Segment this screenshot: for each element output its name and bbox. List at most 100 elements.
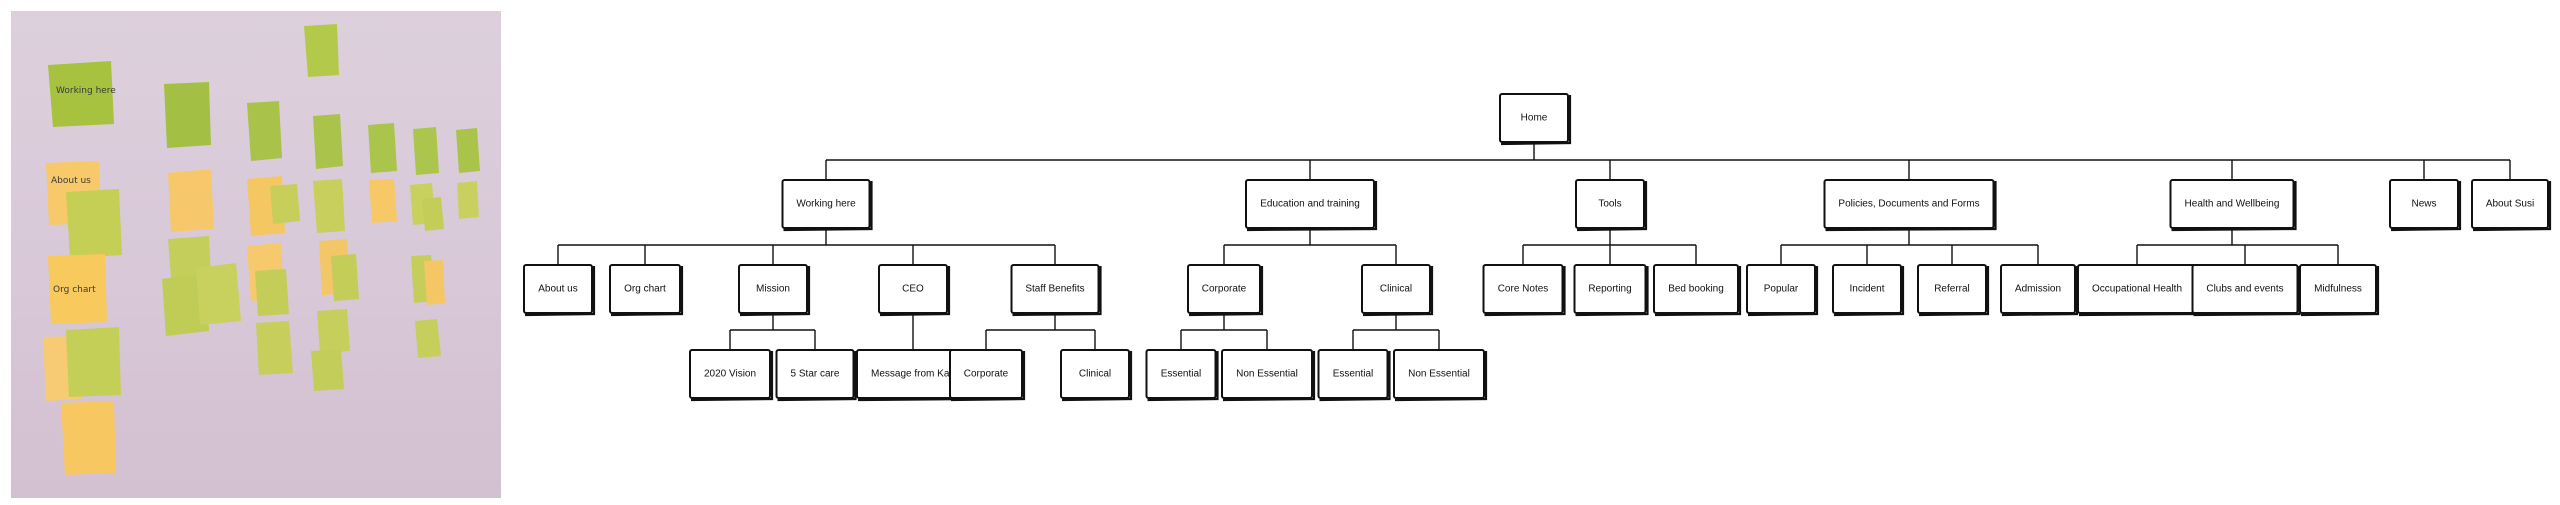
sitemap-node: Staff Benefits <box>1010 264 1102 317</box>
sticky-note <box>256 321 293 375</box>
sitemap-node: Bed booking <box>1653 264 1742 317</box>
sitemap-node-box <box>1393 349 1485 399</box>
sitemap-node-edge-stroke <box>1500 95 1572 146</box>
sitemap-node: Corporate <box>1187 264 1264 317</box>
sitemap-node-label: Non Essential <box>1236 369 1298 380</box>
sitemap-node-edge-stroke <box>1246 181 1378 232</box>
sticky-note <box>368 123 397 173</box>
sitemap-node-box <box>1145 349 1217 399</box>
sitemap-node-edge-stroke <box>1362 266 1434 317</box>
sitemap-node-edge-stroke <box>1012 266 1102 317</box>
sitemap-node: Education and training <box>1245 179 1378 232</box>
sitemap-node-edge-stroke <box>1147 351 1219 402</box>
sitemap-node-box <box>1575 179 1645 229</box>
sitemap-node: Clubs and events <box>2191 264 2301 317</box>
sitemap-node-edge-stroke <box>879 266 951 317</box>
sitemap-node: Clinical <box>1361 264 1434 317</box>
sitemap-node-box <box>2169 179 2295 229</box>
sitemap-node: Corporate <box>949 349 1026 402</box>
sticky-note <box>304 24 339 77</box>
sitemap-node-edge-stroke <box>2390 181 2462 232</box>
sitemap-node-label: Referral <box>1934 284 1970 295</box>
sitemap-node: Mission <box>738 264 811 317</box>
sitemap-node-edge-stroke <box>739 266 811 317</box>
sitemap-node-box <box>1317 349 1389 399</box>
sitemap-node: Incident <box>1832 264 1905 317</box>
sitemap-node-label: About Susi <box>2486 199 2534 210</box>
sitemap-node-edge-stroke <box>2171 181 2297 232</box>
sitemap-node-edge-stroke <box>1394 351 1488 402</box>
sticky-note <box>456 128 480 173</box>
sitemap-node-label: CEO <box>902 284 924 295</box>
sitemap-node-label: Essential <box>1333 369 1374 380</box>
sitemap-node-label: Org chart <box>624 284 666 295</box>
sitemap-node-box <box>1653 264 1739 314</box>
sticky-note <box>369 179 397 223</box>
sticky-note <box>424 260 445 305</box>
sitemap-node-box <box>1823 179 1995 229</box>
sitemap-node: 5 Star care <box>775 349 857 402</box>
sitemap-node-label: Staff Benefits <box>1025 284 1084 295</box>
sitemap-node-label: Working here <box>796 199 856 210</box>
sitemap-node-box <box>1482 264 1564 314</box>
sitemap-node-label: Clubs and events <box>2206 284 2283 295</box>
sitemap-node-label: Tools <box>1598 199 1621 210</box>
sitemap-node-edge-stroke <box>1833 266 1905 317</box>
sitemap-node-label: 5 Star care <box>791 369 840 380</box>
sitemap-node-box <box>1187 264 1261 314</box>
sitemap-node-edge-stroke <box>777 351 857 402</box>
sitemap-node-box <box>2389 179 2459 229</box>
sticky-note <box>313 179 345 233</box>
sticky-note <box>164 82 211 148</box>
sitemap-node: About Susi <box>2471 179 2552 232</box>
sitemap-node: News <box>2389 179 2462 232</box>
sitemap-node-label: Non Essential <box>1408 369 1470 380</box>
sticky-note <box>48 61 114 127</box>
sitemap-node-label: Clinical <box>1380 284 1412 295</box>
sitemap-node-label: Midfulness <box>2314 284 2362 295</box>
sticky-note <box>270 184 300 224</box>
sitemap-node-label: Corporate <box>964 369 1009 380</box>
sitemap-node: Non Essential <box>1221 349 1316 402</box>
sitemap-node-edge-stroke <box>524 266 596 317</box>
sitemap-node-box <box>1245 179 1375 229</box>
sitemap-node-box <box>1499 93 1569 143</box>
sitemap-node-box <box>1832 264 1902 314</box>
sitemap-node-label: Reporting <box>1588 284 1631 295</box>
sitemap-node-box <box>781 179 871 229</box>
sitemap-node-edge-stroke <box>1576 181 1648 232</box>
sticky-note <box>66 327 121 397</box>
sitemap-node-box <box>1221 349 1313 399</box>
sitemap-node: Tools <box>1575 179 1648 232</box>
sitemap-node-box <box>1010 264 1100 314</box>
sitemap-node-edge-stroke <box>783 181 873 232</box>
sitemap-node: Admission <box>2000 264 2079 317</box>
sitemap-node: 2020 Vision <box>689 349 774 402</box>
sitemap-node-label: Message from Karl <box>871 369 955 380</box>
sitemap-node: Essential <box>1317 349 1391 402</box>
sitemap-node: Org chart <box>609 264 684 317</box>
sitemap-node-box <box>1060 349 1130 399</box>
sticky-note <box>247 101 282 161</box>
sitemap-node: Essential <box>1145 349 1219 402</box>
sitemap-node: CEO <box>878 264 951 317</box>
sticky-note <box>255 269 289 316</box>
sitemap-node-box <box>1573 264 1647 314</box>
sitemap-node-box <box>609 264 681 314</box>
sitemap-node-edge-stroke <box>1575 266 1649 317</box>
sitemap-node-edge-stroke <box>1319 351 1391 402</box>
sitemap-node-box <box>2471 179 2549 229</box>
sitemap-node-box <box>878 264 948 314</box>
sticky-note <box>168 169 214 232</box>
sitemap-node-edge-stroke <box>690 351 774 402</box>
sitemap-node: Health and Wellbeing <box>2169 179 2297 232</box>
sitemap-node-edge-stroke <box>1484 266 1566 317</box>
sticky-note <box>66 189 122 258</box>
sitemap-node: Non Essential <box>1393 349 1488 402</box>
sticky-note <box>317 309 350 353</box>
sticky-notes-photo: Working here About us Org chart <box>11 11 501 498</box>
sitemap-node-edge-stroke <box>1222 351 1316 402</box>
sticky-note <box>48 254 107 324</box>
sitemap-node-box <box>2191 264 2299 314</box>
